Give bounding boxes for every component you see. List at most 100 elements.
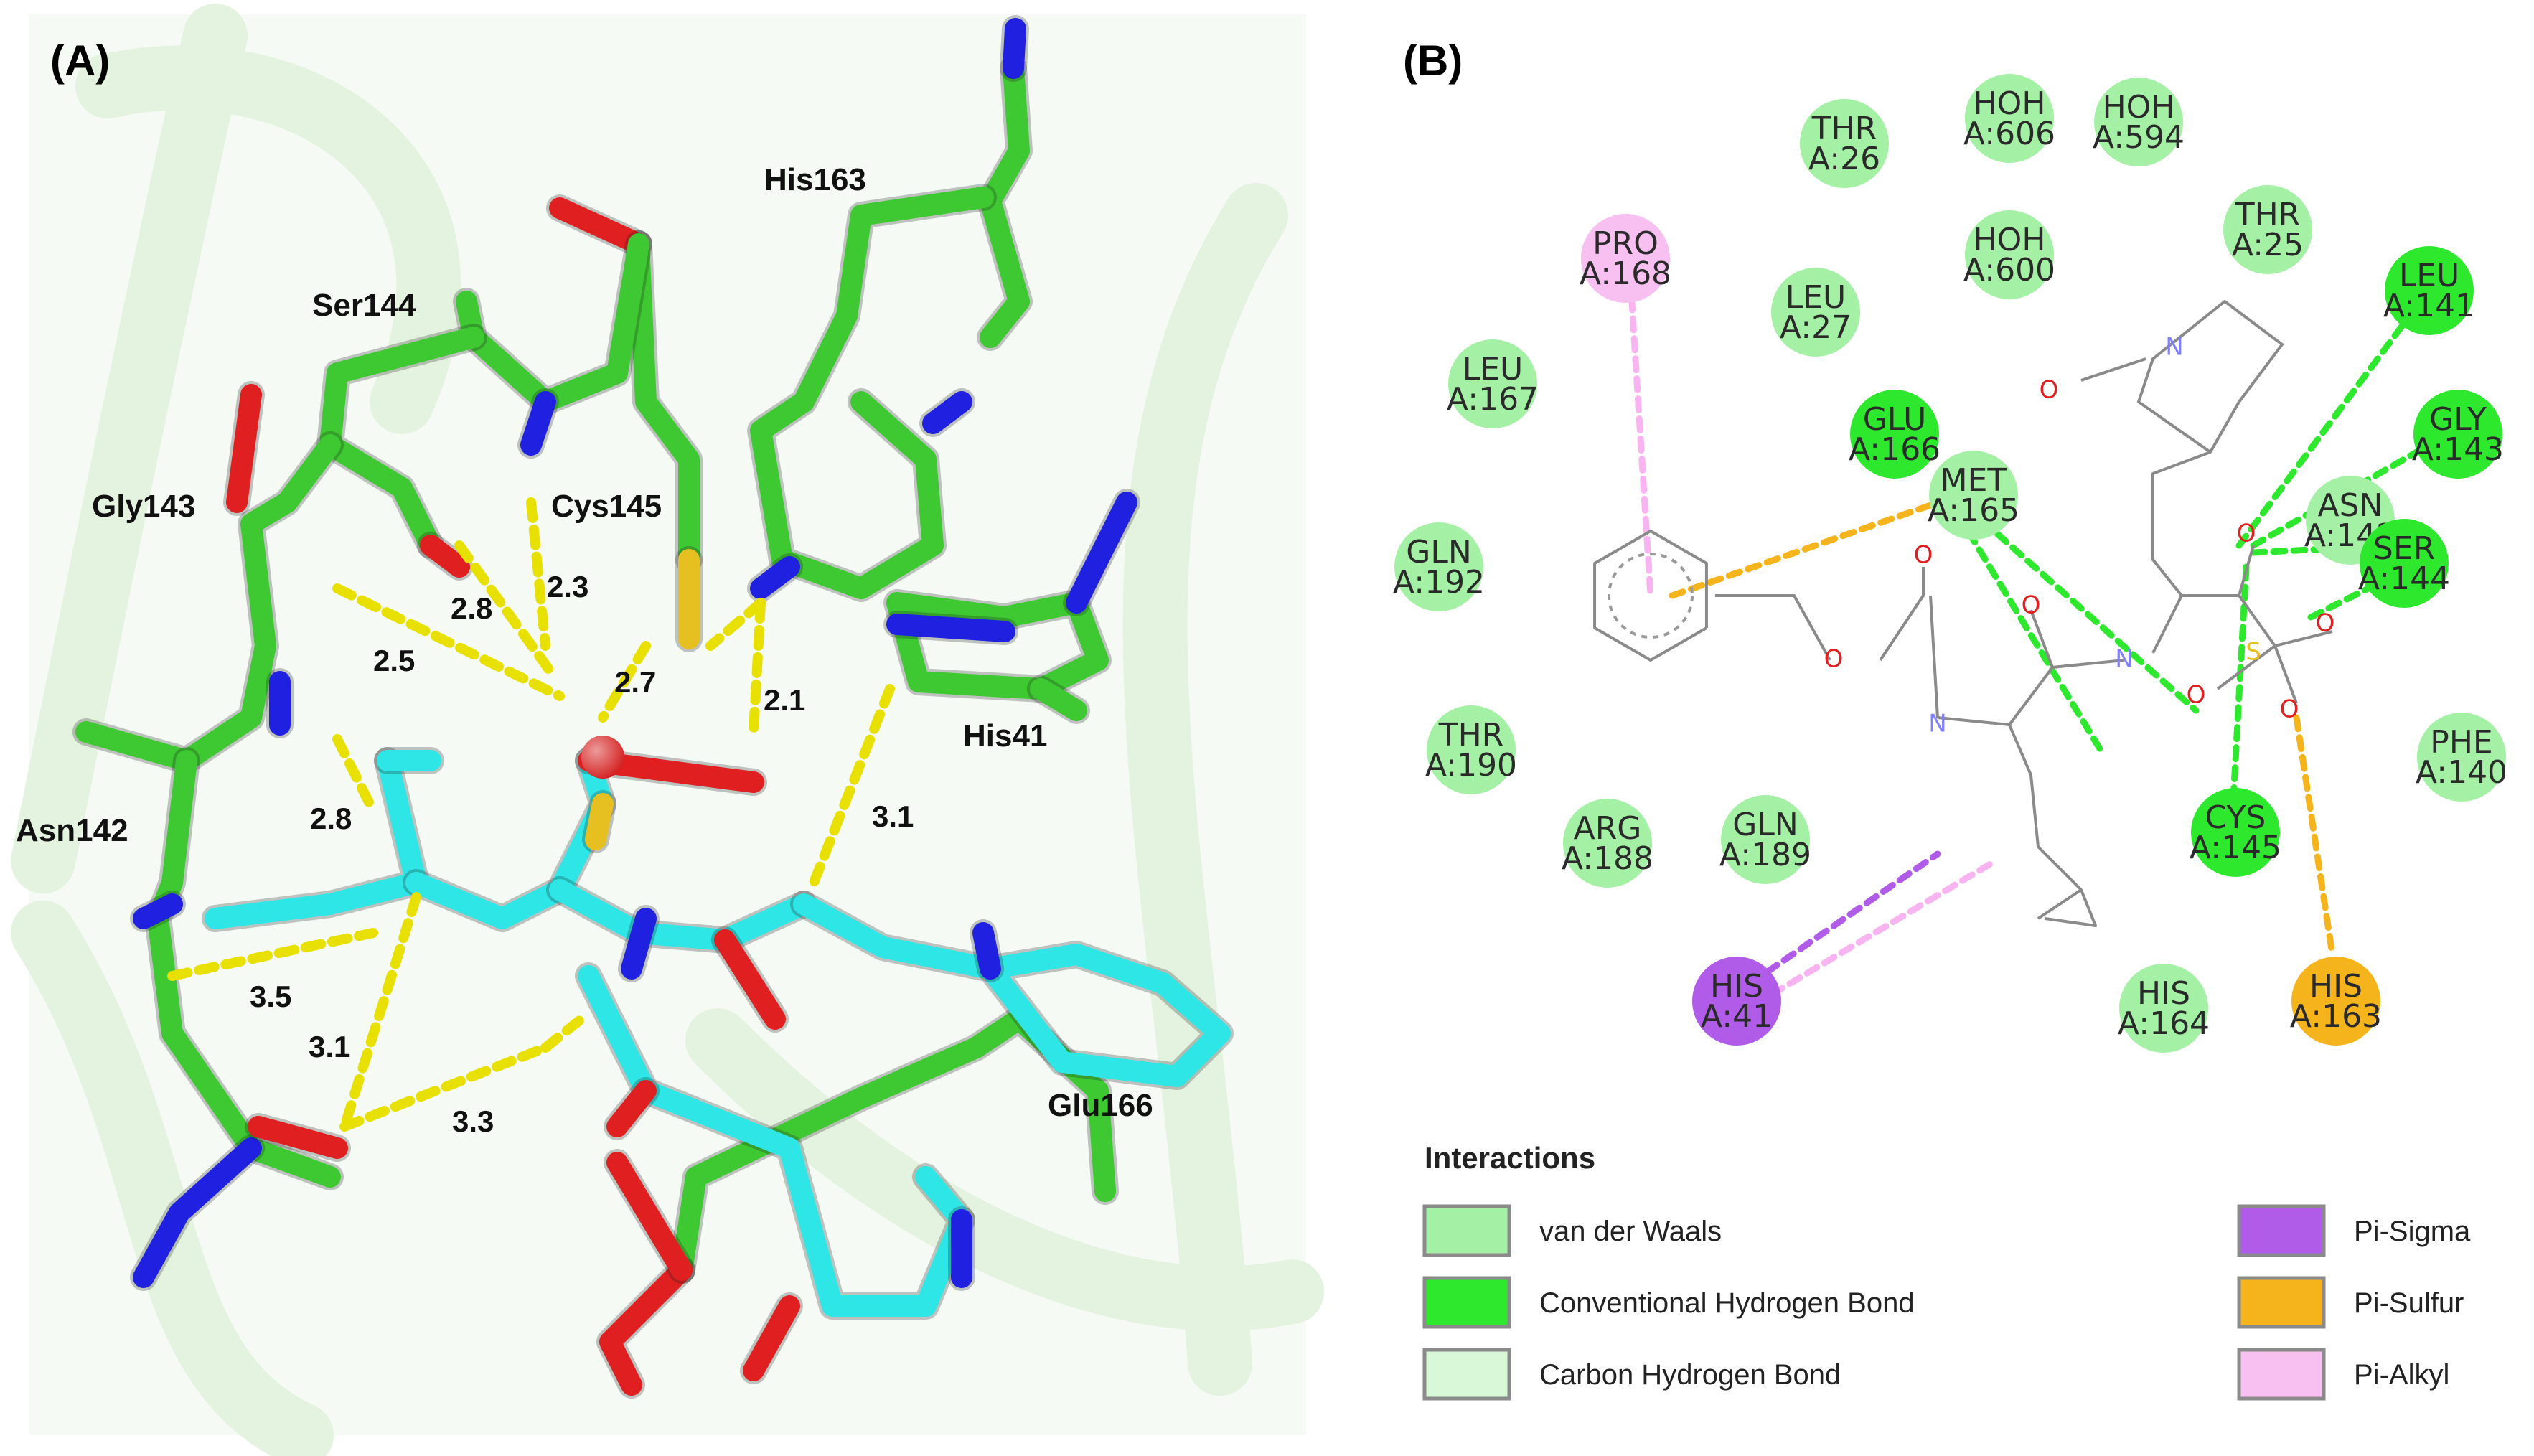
ligand-phenyl-n <box>972 922 1001 980</box>
his41-ring-nitrogen <box>886 614 1015 642</box>
his163-ring <box>750 187 994 599</box>
hydrogen-bond-dash <box>526 497 550 651</box>
residue-name: PRO <box>1592 225 1658 262</box>
legend-label: van der Waals <box>1539 1216 1722 1247</box>
distance-label: 2.3 <box>547 570 588 603</box>
residue-disc <box>1721 795 1810 884</box>
residue-disc <box>1563 799 1652 888</box>
ligand-bond <box>2273 645 2298 704</box>
ligand-atom-label: N <box>2115 645 2133 674</box>
residue-name: PHE <box>2430 724 2492 761</box>
sphere-highlight <box>581 736 624 779</box>
residue-number: A:26 <box>1808 141 1880 177</box>
residue-disc <box>2413 390 2502 479</box>
residue-disc <box>2191 788 2280 877</box>
residue-disc <box>1965 74 2054 163</box>
ligand-amide <box>549 879 815 951</box>
distance-label: 2.1 <box>764 683 805 717</box>
ligand-bond <box>1879 567 1925 662</box>
residue-name: LEU <box>1463 351 1524 388</box>
ligand-amide-o <box>714 929 786 1030</box>
hydrogen-bond-dash <box>806 684 895 895</box>
residue-number: A:190 <box>1425 747 1517 784</box>
residue-name: THR <box>2235 197 2301 233</box>
hydrogen-bond-dashes <box>167 497 895 1132</box>
residue-disc <box>2417 713 2506 802</box>
hydrogen-bond-dash <box>332 734 378 816</box>
panel-a-label: (A) <box>50 37 110 85</box>
asn142-carbonyl <box>248 1116 348 1159</box>
ligand-bond <box>2037 888 2083 920</box>
residue-number: A:594 <box>2093 119 2185 156</box>
residue-label-his163: His163 <box>764 162 866 197</box>
hydrogen-bond-dash <box>339 1043 550 1132</box>
aromatic-ring <box>1608 553 1694 639</box>
residue-name: SER <box>2373 530 2435 567</box>
legend-label: Conventional Hydrogen Bond <box>1539 1287 1915 1319</box>
residue-label-cys145: Cys145 <box>551 489 662 524</box>
residue-name: HIS <box>2309 968 2362 1005</box>
his41-ring <box>886 592 1109 700</box>
residue-number: A:145 <box>2190 830 2281 866</box>
ligand-atom-label: O <box>1824 645 1844 674</box>
ligand-bond <box>1593 530 1708 662</box>
legend-item-pi_sulfur: Pi-Sulfur <box>2237 1276 2464 1329</box>
ligand-sulfur <box>585 793 614 850</box>
legend-swatch <box>2237 1204 2326 1257</box>
legend-swatch <box>1422 1204 1511 1257</box>
distance-label: 3.1 <box>872 799 914 833</box>
residue-name: HIS <box>1710 968 1763 1005</box>
residue-number: A:143 <box>2412 431 2504 468</box>
ligand-bond <box>2151 401 2240 654</box>
residue-name: LEU <box>1785 279 1846 316</box>
legend-label: Carbon Hydrogen Bond <box>1539 1359 1841 1391</box>
gly143-carbonyl <box>226 384 262 513</box>
legend-label: Pi-Alkyl <box>2354 1359 2449 1391</box>
distance-label: 3.5 <box>250 980 291 1013</box>
ser144-nitrogen <box>520 391 556 456</box>
legend-item-conventional: Conventional Hydrogen Bond <box>1422 1276 1915 1329</box>
ligand-atom-label: O <box>2280 695 2299 724</box>
legend-swatch <box>1422 1276 1511 1329</box>
ligand-and-residue-sticks <box>72 15 1234 1399</box>
residue-name: GLN <box>1732 807 1798 843</box>
residue-label-gly143: Gly143 <box>92 489 195 524</box>
legend-item-carbon_hb: Carbon Hydrogen Bond <box>1422 1348 1841 1401</box>
residue-name: THR <box>1811 111 1877 147</box>
his41-nitrogen <box>1066 492 1137 614</box>
residue-number: A:189 <box>1719 837 1811 873</box>
residue-name: GLU <box>1863 401 1927 438</box>
residue-number: A:41 <box>1701 998 1773 1035</box>
his163-ring-nitrogen <box>750 556 800 599</box>
legend-swatch <box>2237 1348 2326 1401</box>
residue-number: A:164 <box>2118 1005 2210 1042</box>
legend-title: Interactions <box>1425 1141 1595 1175</box>
asn142-amide-n <box>133 1137 262 1288</box>
ligand-amide-n <box>621 908 657 980</box>
residue-disc <box>2291 957 2380 1046</box>
residue-name: ARG <box>1574 810 1642 847</box>
panel-a-3d-structure: (A) His163 Ser144 Gly143 Cys145 His41 As… <box>11 4 1324 1456</box>
residue-disc <box>2385 246 2474 335</box>
residue-label-asn142: Asn142 <box>16 813 128 848</box>
residue-number: A:166 <box>1849 431 1941 468</box>
legend-label: Pi-Sigma <box>2354 1216 2471 1247</box>
ligand-oxygen <box>606 1080 657 1137</box>
residue-number: A:140 <box>2416 754 2507 791</box>
hydrogen-bond-dash <box>749 598 766 737</box>
residue-number: A:600 <box>1963 252 2055 288</box>
residue-number: A:165 <box>1928 492 2019 529</box>
glu166-carbonyl <box>599 1259 693 1396</box>
residue-name: HIS <box>2137 975 2190 1012</box>
residue-disc <box>1800 99 1889 188</box>
